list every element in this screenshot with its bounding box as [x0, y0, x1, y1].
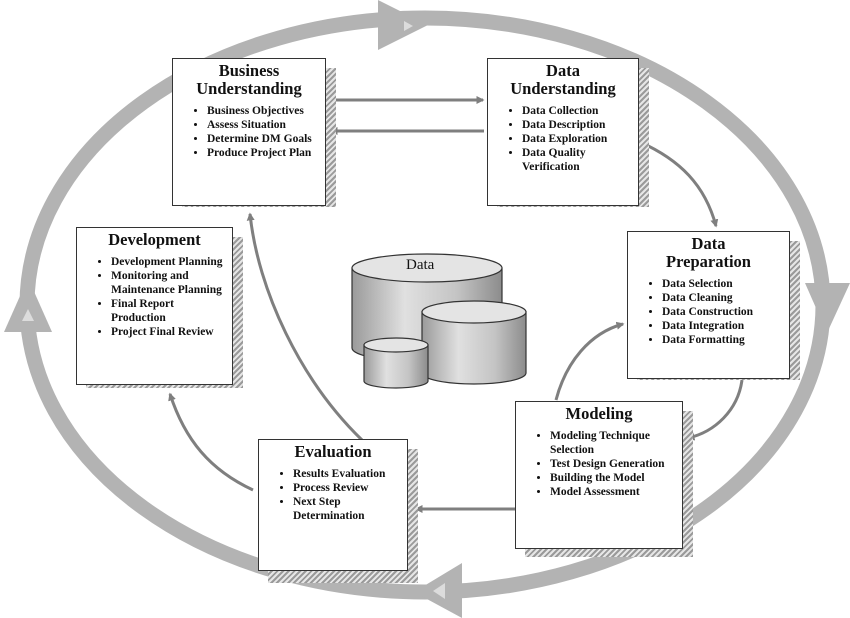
task-item: Data Quality Verification [522, 146, 634, 174]
evaluation-title: Evaluation [294, 442, 372, 461]
task-item: Final Report Production [111, 297, 228, 325]
arrow-modeling-to-preparation [554, 321, 625, 401]
task-item: Data Formatting [662, 333, 785, 347]
task-item: Determine DM Goals [207, 132, 321, 146]
business-understanding-tasks: Business Objectives Assess Situation Det… [177, 104, 321, 160]
task-item: Test Design Generation [550, 457, 678, 471]
development-title: Development [108, 230, 201, 249]
modeling-box: Modeling Modeling Technique Selection Te… [515, 401, 683, 549]
task-item: Data Selection [662, 277, 785, 291]
task-item: Data Cleaning [662, 291, 785, 305]
task-item: Monitoring and Maintenance Planning [111, 269, 228, 297]
arrow-preparation-to-modeling [686, 379, 744, 441]
data-preparation-tasks: Data Selection Data Cleaning Data Constr… [632, 277, 785, 347]
data-preparation-title: Data Preparation [666, 234, 751, 271]
task-item: Produce Project Plan [207, 146, 321, 160]
task-item: Next Step Determination [293, 495, 403, 523]
task-item: Data Construction [662, 305, 785, 319]
ring-arrow-left [4, 278, 52, 332]
medium-cylinder [421, 300, 527, 385]
modeling-title: Modeling [565, 404, 633, 423]
development-box: Development Development Planning Monitor… [76, 227, 233, 385]
task-item: Data Integration [662, 319, 785, 333]
data-understanding-title: Data Understanding [510, 61, 616, 98]
task-item: Business Objectives [207, 104, 321, 118]
arrow-evaluation-to-development [168, 392, 254, 492]
data-preparation-box: Data Preparation Data Selection Data Cle… [627, 231, 790, 379]
ring-arrow-right [805, 283, 850, 333]
task-item: Modeling Technique Selection [550, 429, 678, 457]
evaluation-box: Evaluation Results Evaluation Process Re… [258, 439, 408, 571]
modeling-tasks: Modeling Technique Selection Test Design… [520, 429, 678, 499]
data-understanding-box: Data Understanding Data Collection Data … [487, 58, 639, 206]
development-tasks: Development Planning Monitoring and Main… [81, 255, 228, 339]
task-item: Data Description [522, 118, 634, 132]
ring-arrow-bottom [414, 563, 462, 618]
task-item: Project Final Review [111, 325, 228, 339]
evaluation-tasks: Results Evaluation Process Review Next S… [263, 467, 403, 523]
task-item: Development Planning [111, 255, 228, 269]
data-store-label: Data [406, 257, 435, 273]
small-cylinder [363, 337, 429, 389]
task-item: Data Exploration [522, 132, 634, 146]
data-store-cylinders [351, 253, 527, 389]
business-understanding-box: Business Understanding Business Objectiv… [172, 58, 326, 206]
ring-arrow-top [378, 0, 428, 50]
data-understanding-tasks: Data Collection Data Description Data Ex… [492, 104, 634, 174]
task-item: Assess Situation [207, 118, 321, 132]
task-item: Process Review [293, 481, 403, 495]
task-item: Results Evaluation [293, 467, 403, 481]
arrow-evaluation-to-business [246, 212, 364, 442]
task-item: Building the Model [550, 471, 678, 485]
arrow-data-understanding-to-preparation [639, 140, 719, 228]
business-understanding-title: Business Understanding [196, 61, 302, 98]
task-item: Model Assessment [550, 485, 678, 499]
task-item: Data Collection [522, 104, 634, 118]
